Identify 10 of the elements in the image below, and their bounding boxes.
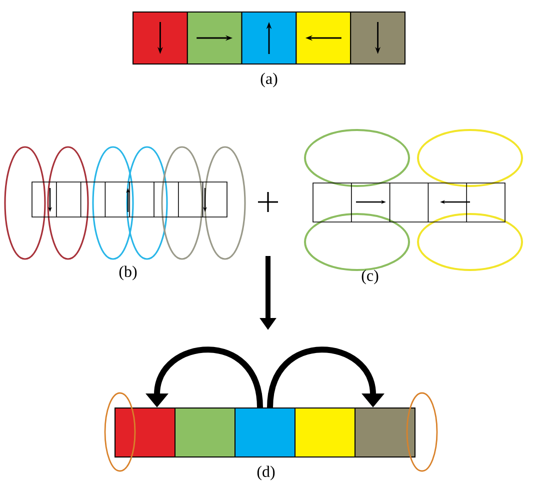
panel-label: (b) [119, 266, 137, 280]
magnet-block [234, 408, 296, 458]
magnet-block [294, 408, 356, 458]
arrow [267, 346, 384, 408]
panel-label: (d) [257, 466, 275, 480]
magnet-block [114, 408, 176, 458]
panel-label: (a) [260, 72, 278, 88]
magnet-block [354, 408, 416, 458]
panel-label: (c) [362, 270, 378, 284]
magnet-block [174, 408, 236, 458]
